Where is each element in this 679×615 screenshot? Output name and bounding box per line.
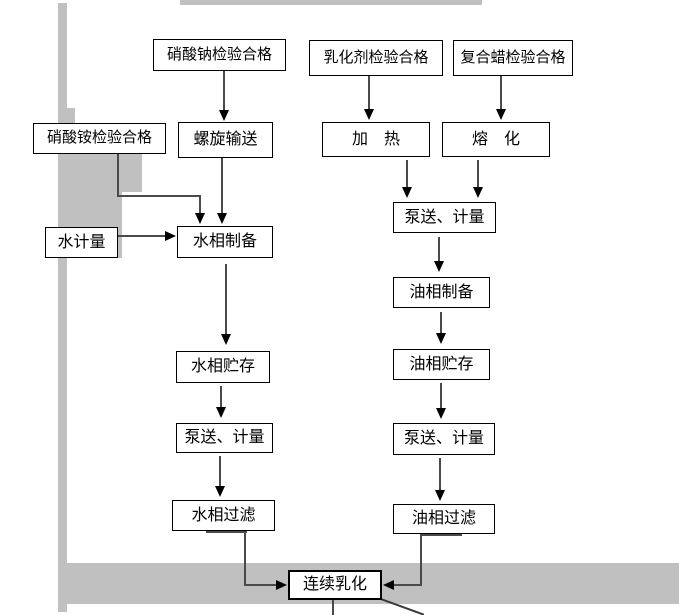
node-pumping-metering-oil-1: 泵送、计量	[393, 202, 496, 233]
node-heating: 加 热	[322, 122, 430, 157]
node-water-metering: 水计量	[45, 227, 118, 258]
node-oil-phase-filtration: 油相过滤	[393, 504, 495, 534]
gray-block-upper	[58, 154, 142, 192]
node-melting: 熔 化	[442, 122, 550, 157]
node-ammonium-nitrate-inspection: 硝酸铵检验合格	[33, 123, 166, 154]
node-water-phase-storage: 水相贮存	[176, 351, 270, 383]
node-composite-wax-inspection: 复合蜡检验合格	[453, 40, 573, 76]
node-water-phase-filtration: 水相过滤	[172, 500, 275, 531]
gray-top-bar	[180, 0, 482, 5]
node-sodium-nitrate-inspection: 硝酸钠检验合格	[153, 39, 286, 71]
node-water-phase-preparation: 水相制备	[177, 226, 273, 258]
node-emulsifier-inspection: 乳化剂检验合格	[309, 40, 443, 76]
node-screw-conveying: 螺旋输送	[178, 122, 273, 158]
node-pumping-metering-water: 泵送、计量	[176, 423, 273, 453]
gray-left-bar	[58, 3, 67, 612]
node-oil-phase-preparation: 油相制备	[393, 277, 490, 308]
node-oil-phase-storage: 油相贮存	[393, 349, 490, 380]
node-pumping-metering-oil-2: 泵送、计量	[393, 423, 495, 455]
node-continuous-emulsification: 连续乳化	[288, 570, 382, 600]
